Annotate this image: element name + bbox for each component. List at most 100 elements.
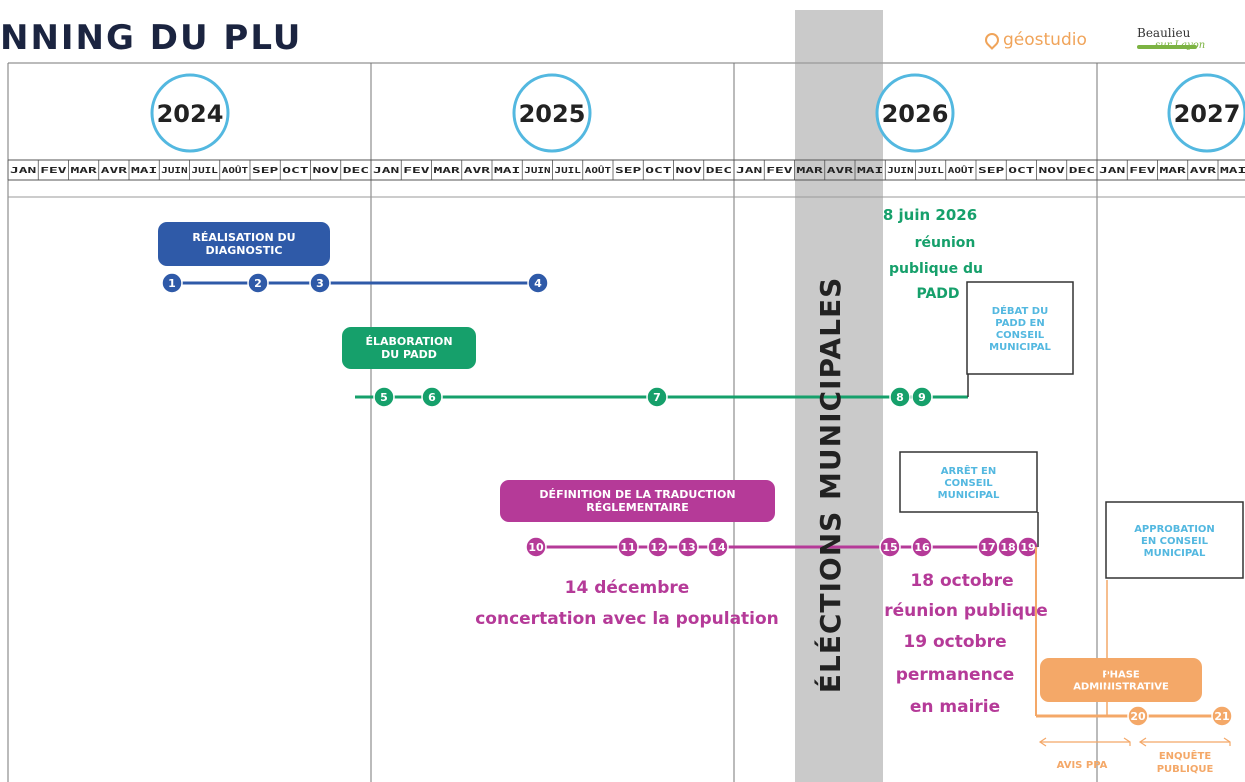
phase-administrative-pill	[1040, 658, 1202, 702]
month-label: AVR	[1190, 166, 1217, 175]
phase-reglementaire-pill	[500, 480, 775, 522]
milestone-number: 18	[1000, 541, 1015, 554]
month-label: FEV	[403, 166, 430, 175]
month-label: SEP	[252, 166, 279, 175]
milestone-number: 6	[428, 391, 436, 404]
month-label: AVR	[464, 166, 491, 175]
year-label: 2025	[519, 100, 586, 128]
month-label: MAR	[1160, 166, 1187, 175]
milestone-node	[647, 536, 669, 558]
milestone-number: 17	[980, 541, 995, 554]
avis-ppa-arrow-head-right	[1123, 737, 1131, 746]
month-label: SEP	[615, 166, 642, 175]
month-label: JAN	[736, 166, 763, 175]
phase-diagnostic-pill	[158, 222, 330, 266]
arret-box-text: MUNICIPAL	[938, 490, 1000, 501]
phase-padd-pill-text: ÉLABORATION	[365, 335, 452, 348]
phase-administrative-pill-text: PHASE	[1102, 669, 1140, 680]
milestone-node	[677, 536, 699, 558]
milestone-node	[527, 272, 549, 294]
month-label: JUIL	[192, 166, 219, 175]
beaulieu-logo: Beaulieu sur Layon	[1137, 26, 1237, 58]
phase-padd-pill-text: DU PADD	[381, 348, 437, 361]
milestone-node	[911, 386, 933, 408]
month-label: MAI	[1220, 166, 1245, 175]
year-circle	[512, 73, 592, 153]
milestone-node	[247, 272, 269, 294]
milestone-number: 2	[254, 277, 262, 290]
milestone-number: 13	[680, 541, 695, 554]
enquete-arrow-head-left	[1138, 737, 1147, 747]
milestone-node	[889, 386, 911, 408]
concertation-note: 14 décembre	[565, 578, 690, 598]
debat-padd-box	[966, 281, 1074, 375]
phase-administrative-pill-text: ADMINISTRATIVE	[1073, 681, 1169, 692]
padd-meeting-note: réunion	[915, 235, 976, 251]
month-label: JUIN	[887, 166, 914, 175]
milestone-number: 14	[710, 541, 726, 554]
padd-meeting-note: 8 juin 2026	[883, 206, 977, 224]
month-label: JUIN	[524, 166, 551, 175]
approbation-box	[1105, 501, 1244, 579]
milestone-number: 9	[918, 391, 926, 404]
approbation-box-text: EN CONSEIL	[1141, 536, 1209, 547]
arret-box-text: CONSEIL	[944, 478, 993, 489]
milestone-number: 8	[896, 391, 904, 404]
october-note: 18 octobre	[910, 571, 1013, 591]
month-label: MAI	[131, 166, 158, 175]
milestone-number: 10	[528, 541, 544, 554]
milestone-node	[646, 386, 668, 408]
month-label: NOV	[313, 166, 340, 175]
milestone-number: 3	[316, 277, 324, 290]
milestone-node	[707, 536, 729, 558]
milestone-node	[161, 272, 183, 294]
milestone-node	[1127, 705, 1149, 727]
month-label: MAR	[71, 166, 98, 175]
month-label: AOÛT	[222, 164, 249, 175]
month-label: JAN	[1099, 166, 1126, 175]
year-circle	[150, 73, 230, 153]
phase-reglementaire-pill-text: RÉGLEMENTAIRE	[586, 501, 688, 514]
beaulieu-logo-swoosh	[1137, 45, 1197, 49]
october-note: 19 octobre	[903, 632, 1006, 652]
debat-padd-box-text: PADD EN	[995, 318, 1044, 329]
milestone-node	[525, 536, 547, 558]
avis-ppa-label: AVIS PPA	[1057, 760, 1108, 771]
phase-diagnostic-pill-text: RÉALISATION DU	[192, 231, 295, 244]
month-label: MAI	[494, 166, 521, 175]
geostudio-logo: géostudio	[982, 30, 1087, 50]
arret-box	[899, 451, 1038, 513]
beaulieu-logo-text: Beaulieu	[1137, 26, 1191, 40]
month-label: OCT	[645, 166, 672, 175]
october-note: en mairie	[910, 697, 1000, 717]
year-label: 2026	[882, 100, 949, 128]
page-title: NNING DU PLU	[0, 18, 303, 58]
padd-meeting-note: PADD	[916, 286, 959, 302]
month-label: AOÛT	[948, 164, 975, 175]
month-label: JAN	[373, 166, 400, 175]
month-label: AVR	[827, 166, 854, 175]
phase-reglementaire-pill-text: DÉFINITION DE LA TRADUCTION	[539, 488, 735, 501]
milestone-node	[879, 536, 901, 558]
milestone-number: 15	[882, 541, 897, 554]
month-label: AOÛT	[585, 164, 612, 175]
geostudio-logo-text: géostudio	[1003, 30, 1087, 50]
month-label: SEP	[978, 166, 1005, 175]
milestone-number: 16	[914, 541, 930, 554]
milestone-node	[421, 386, 443, 408]
milestone-number: 5	[380, 391, 388, 404]
milestone-number: 21	[1214, 710, 1229, 723]
month-label: MAR	[797, 166, 824, 175]
milestone-number: 12	[650, 541, 665, 554]
month-label: DEC	[1069, 166, 1096, 175]
milestone-node	[309, 272, 331, 294]
milestone-node	[911, 536, 933, 558]
month-label: OCT	[1008, 166, 1035, 175]
month-label: FEV	[766, 166, 793, 175]
month-label: FEV	[1129, 166, 1156, 175]
debat-padd-box-text: MUNICIPAL	[989, 342, 1051, 353]
year-circle	[875, 73, 955, 153]
month-label: DEC	[343, 166, 370, 175]
